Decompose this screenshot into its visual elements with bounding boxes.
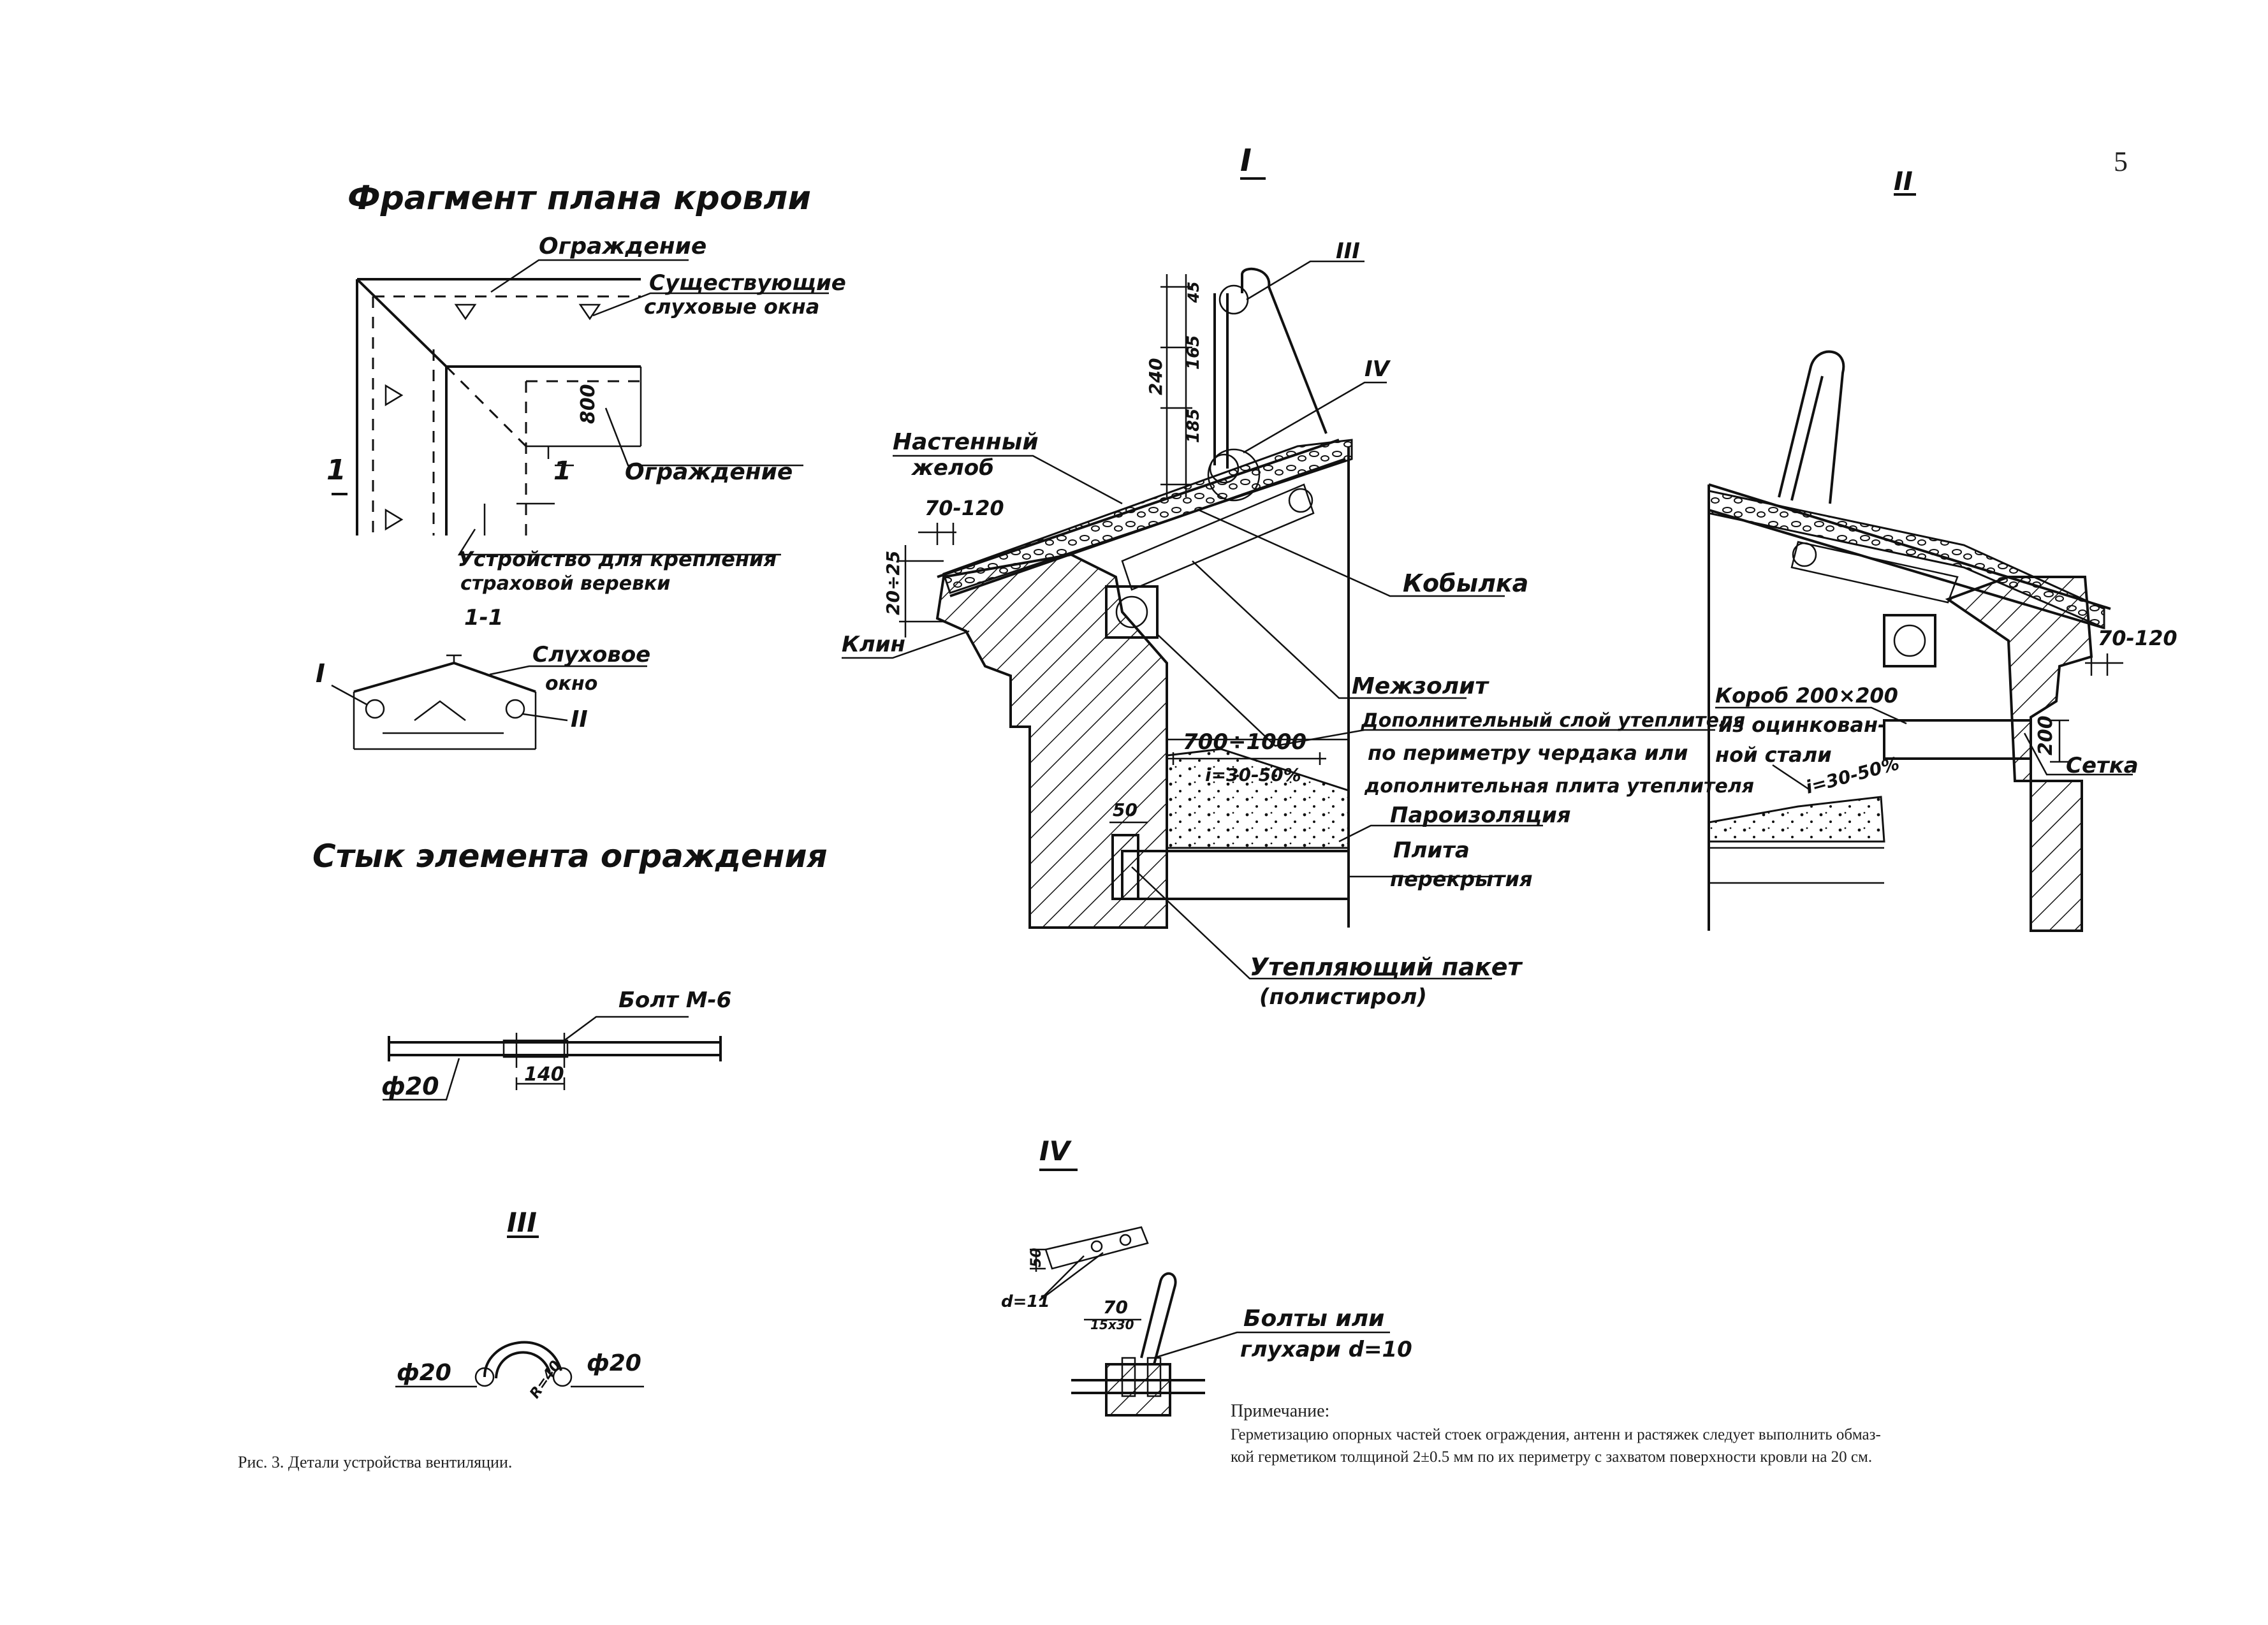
- plan-section-mark-right: 1: [553, 456, 571, 486]
- figure-caption: Рис. 3. Детали устройства вентиляции.: [238, 1453, 512, 1471]
- detail-IV-dim-50: 50: [1028, 1248, 1044, 1267]
- detail-I-title: I: [1240, 143, 1252, 179]
- label-gutter-l2: желоб: [911, 455, 994, 481]
- section-mark-I: I: [316, 659, 325, 689]
- label-keramzit: Межзолит: [1352, 673, 1489, 699]
- detail-I-dim-45: 45: [1185, 282, 1203, 303]
- roof-plan-fragment: Фрагмент плана кровли 1 1 Ограждение Сущ…: [326, 179, 846, 595]
- label-pack-l2: (полистирол): [1259, 984, 1427, 1010]
- joint-bolt-label: Болт М-6: [618, 987, 731, 1013]
- detail-III-dia-left: ф20: [397, 1360, 451, 1386]
- detail-III-title: III: [507, 1207, 537, 1238]
- label-windows-l1: Существующие: [649, 270, 846, 296]
- detail-II: II Короб 200×200 из оцинкован- ной стали…: [1708, 167, 2177, 932]
- label-bolts-l1: Болты или: [1243, 1306, 1384, 1332]
- label-vapor: Пароизоляция: [1390, 803, 1571, 828]
- detail-I-dim-700-1000: 700÷1000: [1183, 729, 1306, 755]
- label-device-l2: страховой веревки: [460, 572, 670, 595]
- note-block: Примечание: Герметизацию опорных частей …: [1231, 1401, 1881, 1466]
- joint-dim-140: 140: [524, 1063, 564, 1086]
- label-slab-l1: Плита: [1393, 838, 1470, 863]
- label-extra-l1: Дополнительный слой утеплителя: [1361, 710, 1745, 732]
- page-number: 5: [2114, 146, 2128, 177]
- label-dormer-l2: окно: [545, 673, 597, 695]
- detail-I-dim-240: 240: [1145, 358, 1166, 395]
- note-line-2: кой герметиком толщиной 2±0.5 мм по их п…: [1231, 1448, 1872, 1466]
- joint-title: Стык элемента ограждения: [312, 838, 828, 875]
- detail-I-slope: i=30-50%: [1205, 764, 1301, 785]
- note-line-1: Герметизацию опорных частей стоек огражд…: [1231, 1426, 1881, 1443]
- label-fence-top: Ограждение: [539, 233, 706, 259]
- label-windows-l2: слуховые окна: [644, 295, 819, 319]
- detail-III-dia-right: ф20: [587, 1350, 641, 1376]
- detail-II-dim-200: 200: [2035, 715, 2057, 755]
- roof-plan-title: Фрагмент плана кровли: [348, 179, 811, 217]
- label-slab-l2: перекрытия: [1390, 867, 1533, 891]
- label-device-l1: Устройство для крепления: [458, 547, 777, 571]
- detail-IV: IV 50 d=11 70 15x30 Болты или глухари d=…: [1001, 1135, 1412, 1417]
- label-dormer-l1: Слуховое: [532, 642, 650, 667]
- label-box-l3: ной стали: [1715, 743, 1832, 767]
- section-1-1-title: 1-1: [464, 605, 503, 630]
- label-mesh: Сетка: [2066, 753, 2139, 778]
- section-mark-II: II: [571, 706, 588, 732]
- dim-800: 800: [577, 384, 599, 424]
- detail-IV-title: IV: [1039, 1135, 1072, 1167]
- plan-section-mark-left: 1: [326, 454, 346, 486]
- note-title: Примечание:: [1231, 1401, 1329, 1421]
- label-fence-right: Ограждение: [625, 459, 793, 485]
- label-kobylka: Кобылка: [1403, 569, 1528, 597]
- joint-detail: Стык элемента ограждения 140 Болт М-6 ф2…: [312, 838, 828, 1101]
- detail-I: I 45 165 185 240 III: [842, 143, 1754, 1010]
- detail-III: III ф20 ф20 R=40: [395, 1207, 644, 1401]
- label-box-l1: Короб 200×200: [1715, 683, 1898, 708]
- joint-dia-20: ф20: [381, 1072, 439, 1100]
- detail-I-dim-70-120: 70-120: [925, 496, 1004, 520]
- detail-I-mark-III: III: [1336, 238, 1360, 264]
- label-pack-l1: Утепляющий пакет: [1250, 953, 1523, 981]
- label-gutter-l1: Настенный: [893, 429, 1039, 455]
- detail-I-mark-IV: IV: [1364, 356, 1391, 382]
- detail-II-dim-70-120: 70-120: [2098, 626, 2177, 650]
- detail-I-dim-50: 50: [1113, 799, 1138, 820]
- label-extra-l3: дополнительная плита утеплителя: [1364, 775, 1754, 798]
- detail-IV-dim-70: 70: [1103, 1297, 1128, 1318]
- section-1-1: 1-1 Слуховое окно I II: [316, 605, 650, 750]
- label-klin: Клин: [842, 632, 905, 657]
- label-bolts-l2: глухари d=10: [1240, 1337, 1412, 1362]
- detail-II-title: II: [1894, 167, 1913, 196]
- label-box-l2: из оцинкован-: [1718, 713, 1886, 737]
- detail-I-dim-165: 165: [1184, 335, 1203, 370]
- label-extra-l2: по периметру чердака или: [1368, 741, 1688, 765]
- detail-IV-dim-d11: d=11: [1001, 1292, 1050, 1311]
- detail-I-dim-185: 185: [1184, 409, 1203, 443]
